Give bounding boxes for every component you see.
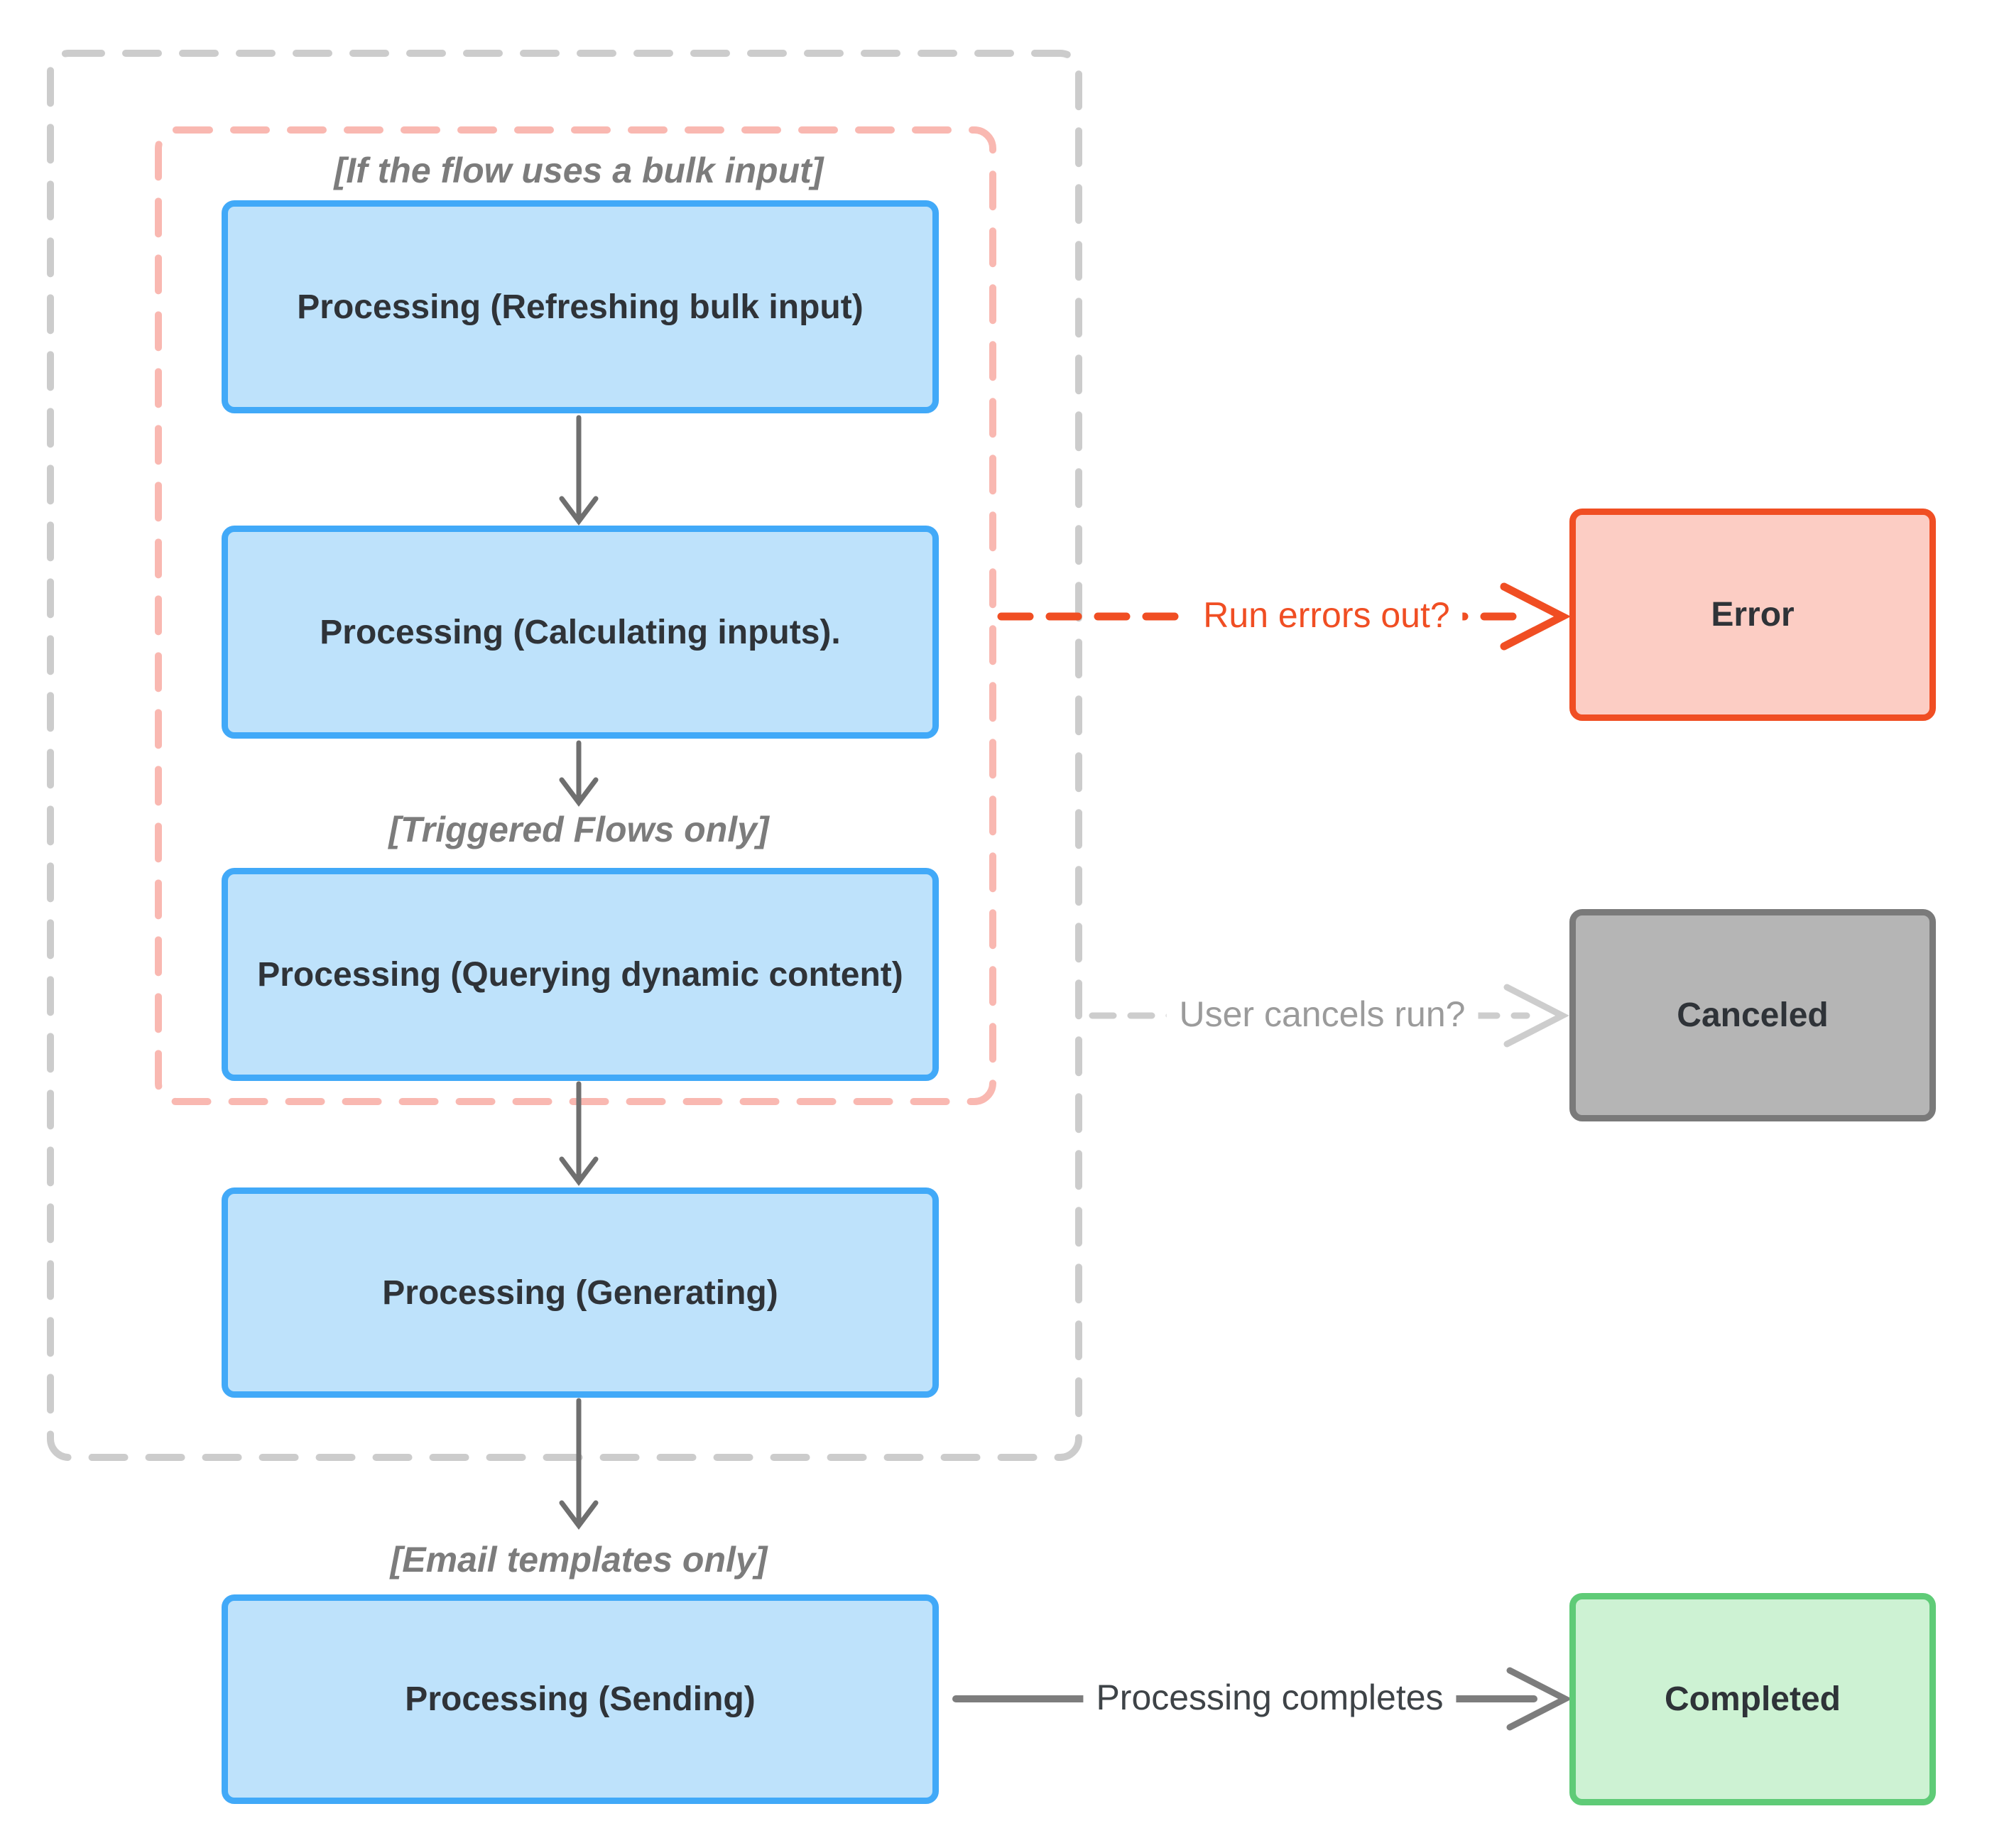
down-arrow-icon-2: [559, 740, 599, 807]
node-label: Processing (Querying dynamic content): [257, 955, 903, 994]
node-label: Processing (Calculating inputs).: [320, 613, 841, 651]
node-label: Processing (Refreshing bulk input): [297, 288, 864, 326]
node-processing-refreshing-bulk-input: Processing (Refreshing bulk input): [222, 200, 939, 413]
run-errors-edge-label: Run errors out?: [1190, 592, 1463, 638]
node-error: Error: [1569, 509, 1936, 721]
node-label: Completed: [1664, 1680, 1841, 1718]
down-arrow-icon-3: [559, 1081, 599, 1186]
node-completed: Completed: [1569, 1593, 1936, 1805]
node-label: Canceled: [1677, 996, 1829, 1034]
outer-group-border: [47, 50, 1082, 1461]
node-label: Processing (Sending): [405, 1680, 756, 1718]
node-processing-calculating-inputs: Processing (Calculating inputs).: [222, 526, 939, 739]
email-templates-note: [Email templates only]: [390, 1540, 768, 1580]
bulk-input-group-border: [155, 126, 996, 1105]
down-arrow-icon-4: [559, 1398, 599, 1530]
bulk-input-note: [If the flow uses a bulk input]: [334, 151, 824, 190]
node-processing-querying-dynamic-content: Processing (Querying dynamic content): [222, 868, 939, 1081]
node-label: Error: [1711, 596, 1795, 634]
triggered-flows-note: [Triggered Flows only]: [388, 810, 769, 849]
user-cancels-edge-label: User cancels run?: [1166, 991, 1479, 1037]
down-arrow-icon-1: [559, 415, 599, 526]
node-processing-sending: Processing (Sending): [222, 1594, 939, 1804]
processing-completes-edge-label: Processing completes: [1083, 1675, 1457, 1720]
node-canceled: Canceled: [1569, 909, 1936, 1121]
node-label: Processing (Generating): [382, 1273, 778, 1312]
node-processing-generating: Processing (Generating): [222, 1187, 939, 1398]
